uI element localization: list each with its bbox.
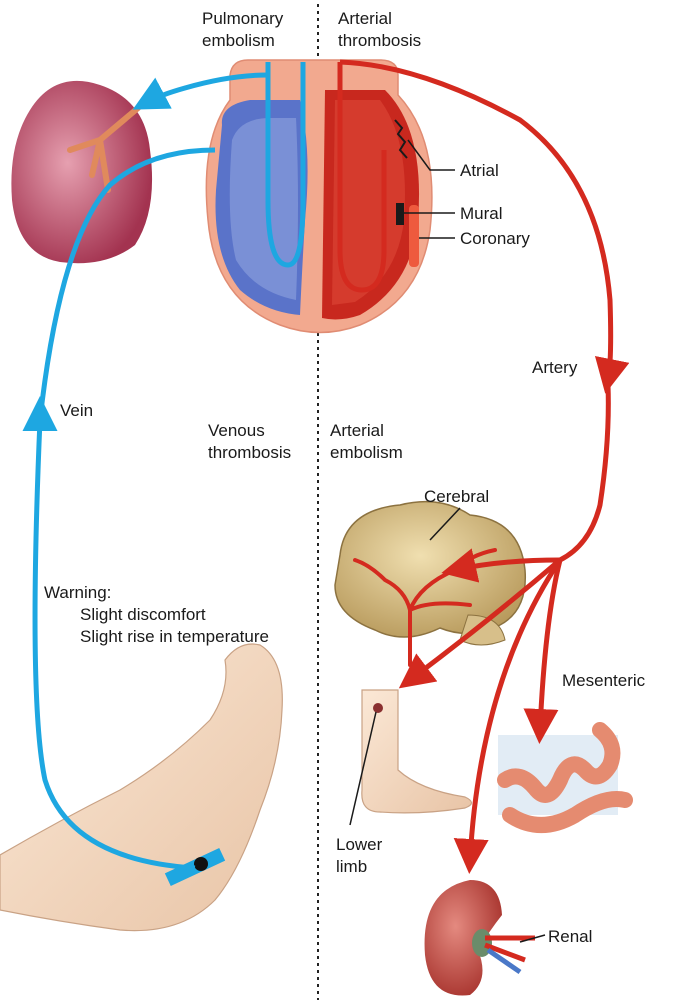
label-mural: Mural bbox=[460, 204, 503, 223]
label-lower-limb-2: limb bbox=[336, 857, 367, 876]
label-lower-limb-1: Lower bbox=[336, 835, 383, 854]
label-mesenteric: Mesenteric bbox=[562, 671, 646, 690]
label-arterial-embolism-1: Arterial bbox=[330, 421, 384, 440]
label-coronary: Coronary bbox=[460, 229, 530, 248]
heart-icon bbox=[206, 60, 432, 333]
label-artery: Artery bbox=[532, 358, 578, 377]
leg-icon bbox=[0, 644, 282, 931]
label-arterial-thrombosis-1: Arterial bbox=[338, 9, 392, 28]
label-arterial-embolism-2: embolism bbox=[330, 443, 403, 462]
label-vein: Vein bbox=[60, 401, 93, 420]
label-cerebral: Cerebral bbox=[424, 487, 489, 506]
label-venous-thrombosis-1: Venous bbox=[208, 421, 265, 440]
intestine-icon bbox=[498, 730, 625, 825]
kidney-icon bbox=[425, 880, 535, 996]
label-warning-title: Warning: bbox=[44, 583, 111, 602]
label-pulmonary-embolism-2: embolism bbox=[202, 31, 275, 50]
label-atrial: Atrial bbox=[460, 161, 499, 180]
label-pulmonary-embolism-1: Pulmonary bbox=[202, 9, 284, 28]
label-renal: Renal bbox=[548, 927, 592, 946]
label-warning-item-2: Slight rise in temperature bbox=[80, 627, 269, 646]
arterial-descending-path bbox=[560, 385, 608, 560]
label-arterial-thrombosis-2: thrombosis bbox=[338, 31, 421, 50]
label-venous-thrombosis-2: thrombosis bbox=[208, 443, 291, 462]
label-warning-item-1: Slight discomfort bbox=[80, 605, 206, 624]
foot-icon bbox=[362, 690, 472, 813]
brain-icon bbox=[335, 502, 525, 665]
